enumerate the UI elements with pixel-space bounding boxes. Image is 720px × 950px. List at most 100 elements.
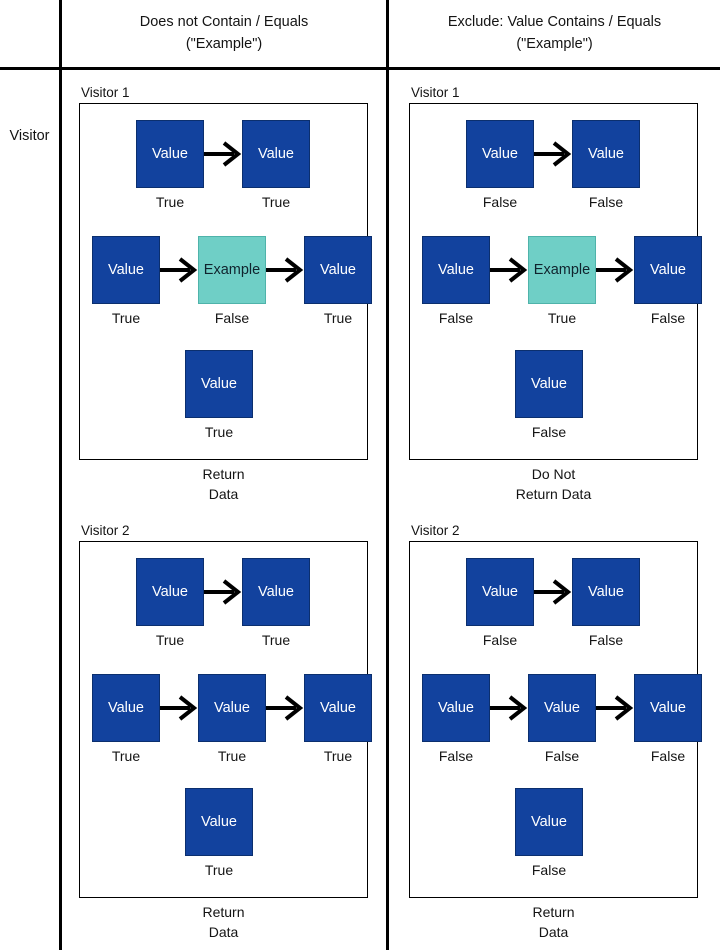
example-node-box[interactable]: Example (528, 236, 596, 304)
flow-arrow-icon (204, 120, 242, 188)
visitor-group-footer-line1: Return (202, 466, 245, 482)
column-header-2-line1: Exclude: Value Contains / Equals (447, 14, 662, 31)
node-boolean-label: True (217, 748, 247, 764)
value-node-box[interactable]: Value (422, 674, 490, 742)
node-boolean-label: False (438, 748, 474, 764)
value-node-box[interactable]: Value (92, 674, 160, 742)
node-boolean-label: True (155, 194, 185, 210)
flow-arrow-icon (596, 674, 634, 742)
visitor-group-footer-line2: Data (208, 923, 239, 940)
value-node-box[interactable]: Value (466, 558, 534, 626)
visitor-group-title: Visitor 2 (81, 523, 130, 538)
horizontal-rule-header (0, 67, 720, 70)
row-header-visitor: Visitor (9, 128, 50, 144)
flow-arrow-icon (160, 236, 198, 304)
value-node-box[interactable]: Value (185, 350, 253, 418)
value-node-box[interactable]: Value (242, 120, 310, 188)
vertical-rule-middle (386, 0, 389, 950)
value-node-box[interactable]: Value (242, 558, 310, 626)
node-boolean-label: True (323, 748, 353, 764)
node-boolean-label: False (438, 310, 474, 326)
example-node-box[interactable]: Example (198, 236, 266, 304)
value-node-box[interactable]: Value (634, 674, 702, 742)
visitor-group-title: Visitor 1 (81, 85, 130, 100)
value-node-box[interactable]: Value (198, 674, 266, 742)
flow-arrow-icon (266, 674, 304, 742)
node-boolean-label: False (214, 310, 250, 326)
value-node-box[interactable]: Value (634, 236, 702, 304)
node-boolean-label: False (531, 424, 567, 440)
column-header-2-line2: ("Example") (516, 35, 593, 52)
value-node-box[interactable]: Value (572, 120, 640, 188)
value-node-box[interactable]: Value (572, 558, 640, 626)
node-boolean-label: False (544, 748, 580, 764)
flow-arrow-icon (534, 558, 572, 626)
node-boolean-label: True (111, 310, 141, 326)
vertical-rule-left (59, 0, 62, 950)
value-node-box[interactable]: Value (515, 788, 583, 856)
column-header-1: Does not Contain / Equals ("Example") (62, 0, 386, 67)
node-boolean-label: False (588, 194, 624, 210)
value-node-box[interactable]: Value (136, 558, 204, 626)
value-node-box[interactable]: Value (185, 788, 253, 856)
flow-arrow-icon (490, 236, 528, 304)
flow-arrow-icon (596, 236, 634, 304)
value-node-box[interactable]: Value (304, 674, 372, 742)
node-boolean-label: True (261, 632, 291, 648)
value-node-box[interactable]: Value (304, 236, 372, 304)
flow-arrow-icon (204, 558, 242, 626)
visitor-group-footer-line1: Do Not (531, 466, 576, 482)
node-boolean-label: True (261, 194, 291, 210)
value-node-box[interactable]: Value (92, 236, 160, 304)
value-node-box[interactable]: Value (515, 350, 583, 418)
value-node-box[interactable]: Value (136, 120, 204, 188)
visitor-group-title: Visitor 2 (411, 523, 460, 538)
node-boolean-label: False (482, 632, 518, 648)
value-node-box[interactable]: Value (422, 236, 490, 304)
node-boolean-label: True (323, 310, 353, 326)
value-node-box[interactable]: Value (466, 120, 534, 188)
value-node-box[interactable]: Value (528, 674, 596, 742)
flow-arrow-icon (266, 236, 304, 304)
node-boolean-label: False (650, 310, 686, 326)
